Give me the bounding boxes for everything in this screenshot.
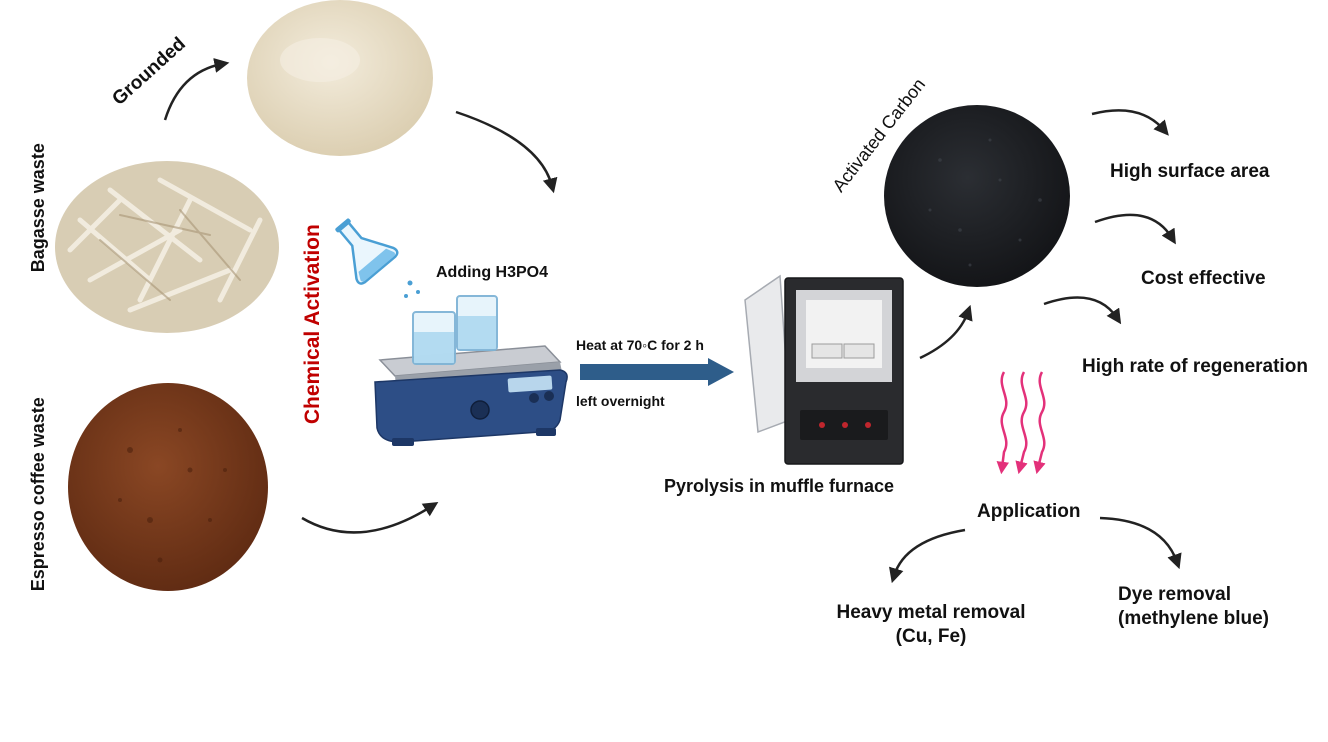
- benefit-high-surface-area: High surface area: [1110, 160, 1269, 184]
- arrow-powder-to-activation: [456, 112, 552, 186]
- arrow-cost-effective: [1095, 215, 1172, 238]
- arrow-regeneration: [1044, 298, 1117, 318]
- dye-removal-line1: Dye removal: [1118, 583, 1269, 607]
- overnight-label: left overnight: [576, 393, 665, 411]
- arrow-heavy-metal: [894, 530, 965, 576]
- beaker-left-icon: [413, 312, 455, 364]
- pyrolysis-label: Pyrolysis in muffle furnace: [664, 475, 894, 498]
- heat-condition-label: Heat at 70◦C for 2 h: [576, 337, 704, 355]
- chemical-activation-label: Chemical Activation: [300, 234, 326, 424]
- dye-removal-line2: (methylene blue): [1118, 607, 1269, 631]
- adding-acid-label: Adding H3PO4: [436, 263, 548, 283]
- benefit-regeneration: High rate of regeneration: [1082, 355, 1308, 379]
- activated-carbon-image: [884, 105, 1070, 287]
- heat-waves-icon: [1002, 372, 1045, 468]
- heavy-metal-line1: Heavy metal removal: [816, 601, 1046, 625]
- bagasse-waste-image: [55, 161, 279, 333]
- dye-removal-label: Dye removal (methylene blue): [1118, 583, 1269, 631]
- heavy-metal-line2: (Cu, Fe): [816, 625, 1046, 649]
- heavy-metal-removal-label: Heavy metal removal (Cu, Fe): [816, 601, 1046, 649]
- arrow-surface-area: [1092, 110, 1164, 130]
- arrow-dye-removal: [1100, 518, 1177, 562]
- arrow-coffee-to-activation: [302, 506, 432, 532]
- process-arrow-icon: [580, 358, 734, 386]
- ground-powder-image: [247, 0, 433, 156]
- arrow-grounded: [165, 64, 222, 120]
- beaker-right-icon: [457, 296, 497, 350]
- espresso-coffee-waste-image: [68, 383, 268, 591]
- acid-drops-icon: [404, 281, 420, 299]
- benefit-cost-effective: Cost effective: [1141, 267, 1266, 291]
- flask-icon: [322, 207, 399, 285]
- application-label: Application: [977, 500, 1080, 524]
- muffle-furnace-icon: [745, 276, 903, 464]
- hot-plate-stirrer-icon: [375, 346, 567, 446]
- bagasse-waste-label: Bagasse waste: [27, 162, 50, 272]
- arrow-furnace-to-carbon: [920, 312, 968, 358]
- espresso-coffee-waste-label: Espresso coffee waste: [27, 387, 50, 601]
